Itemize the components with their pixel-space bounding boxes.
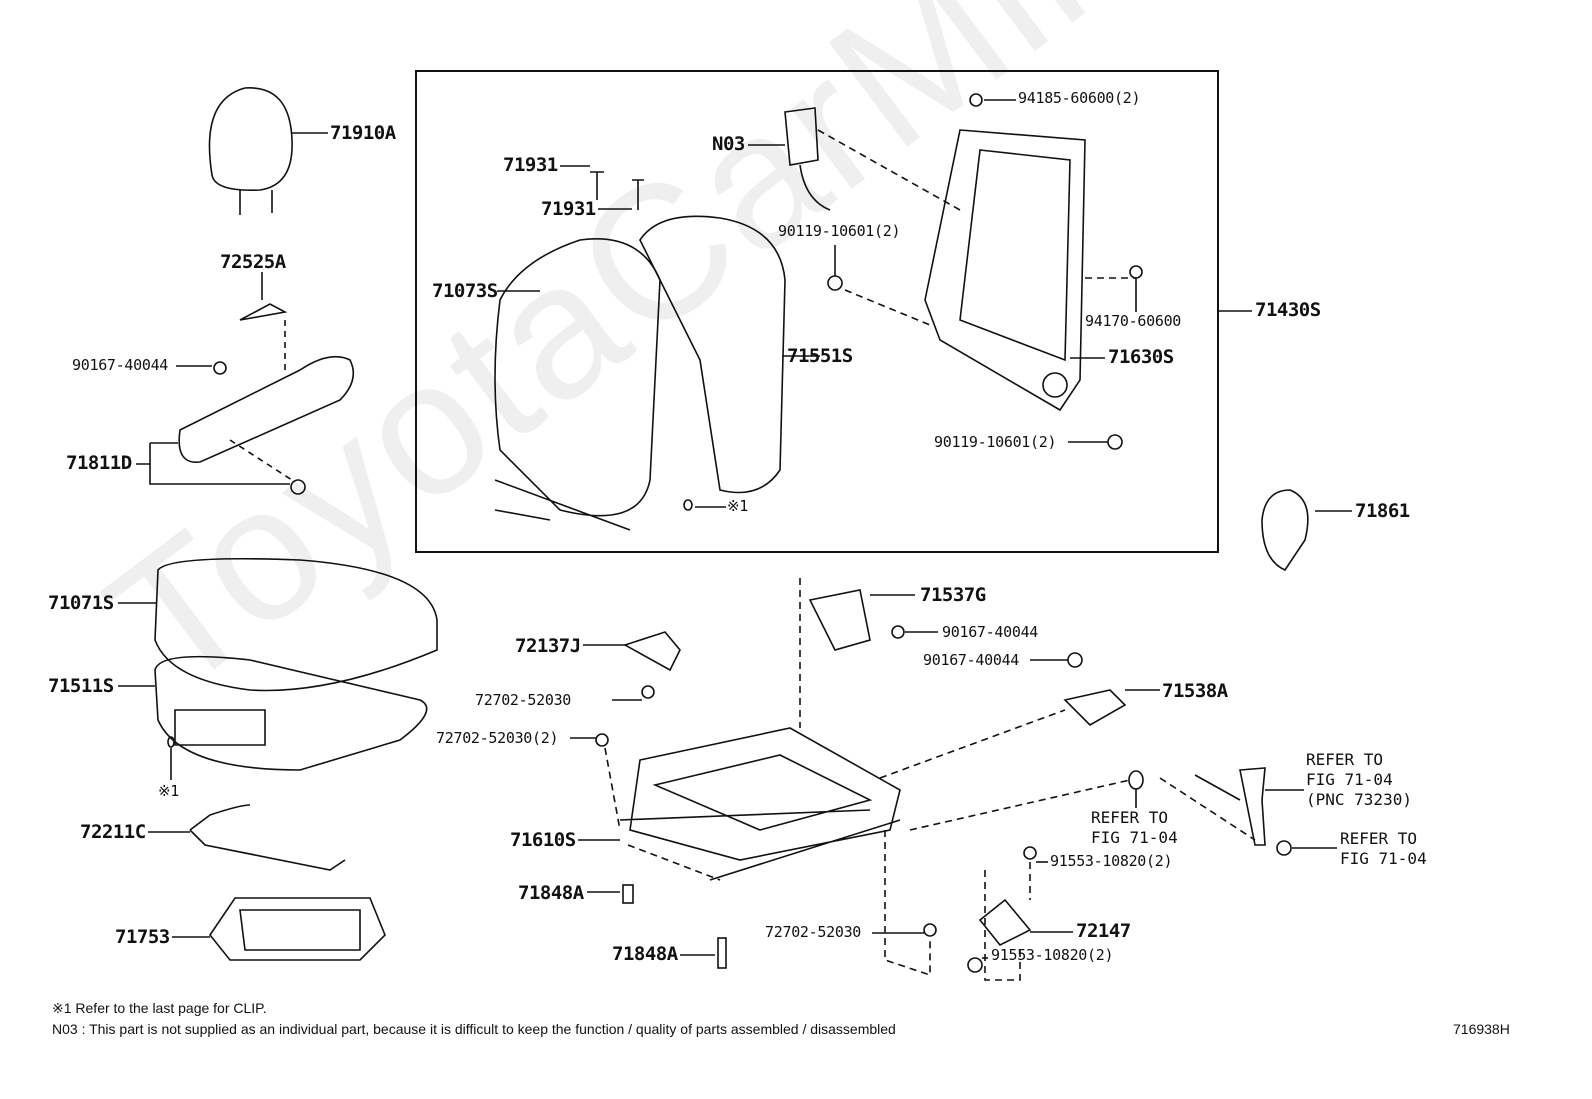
part-label-72147: 72147 — [1076, 920, 1131, 942]
clip-footnote: ※1 Refer to the last page for CLIP. — [52, 1000, 267, 1016]
part-label-N03: N03 — [712, 133, 745, 155]
seat-cushion-cover — [154, 557, 438, 692]
tray-71753 — [209, 897, 386, 961]
part-label-72137J: 72137J — [515, 635, 581, 657]
part-label-71073S: 71073S — [432, 280, 498, 302]
part-label-72702-52030: 72702-52030 — [475, 691, 572, 709]
part-label-90167-40044: 90167-40044 — [942, 623, 1039, 641]
seat-adjuster — [619, 727, 901, 881]
part-label-94185-60600: 94185-60600(2) — [1018, 89, 1141, 107]
part-label-72525A: 72525A — [220, 251, 286, 273]
seatbelt-buckle — [1194, 767, 1266, 846]
n03-footnote: N03 : This part is not supplied as an in… — [52, 1021, 896, 1037]
seatback-pad — [639, 215, 786, 494]
part-label-72211C: 72211C — [80, 821, 146, 843]
side-airbag-n03 — [784, 107, 831, 211]
part-label-71551S: 71551S — [787, 345, 853, 367]
part-label-71537G: 71537G — [920, 584, 986, 606]
part-label-90167-40044: 90167-40044 — [923, 651, 1020, 669]
part-label-71071S: 71071S — [48, 592, 114, 614]
refer-to-fig-note: REFER TO FIG 71-04 — [1091, 808, 1178, 847]
clip-ref-mark: ※1 — [158, 782, 179, 800]
part-label-71910A: 71910A — [330, 122, 396, 144]
part-label-90119-10601: 90119-10601(2) — [778, 222, 901, 240]
seatback-cover — [494, 238, 661, 531]
clip-71931 — [590, 171, 644, 210]
armrest-cover — [239, 303, 288, 321]
part-label-91553-10820: 91553-10820(2) — [991, 946, 1114, 964]
part-label-71861: 71861 — [1355, 500, 1410, 522]
seat-wire-72211C — [189, 804, 346, 871]
part-label-71931: 71931 — [503, 154, 558, 176]
part-label-71430S: 71430S — [1255, 299, 1321, 321]
part-label-71753: 71753 — [115, 926, 170, 948]
part-label-71538A: 71538A — [1162, 680, 1228, 702]
figure-id: 716938H — [1453, 1021, 1510, 1037]
cover-72137J — [623, 631, 681, 672]
part-label-72702-52030: 72702-52030(2) — [436, 729, 559, 747]
refer-to-fig-note: REFER TO FIG 71-04 — [1340, 829, 1427, 868]
clip-ref-mark: ※1 — [727, 497, 748, 515]
bracket-72147 — [978, 898, 1032, 947]
bracket-71538A — [1063, 689, 1127, 726]
armrest — [178, 355, 355, 463]
part-label-71848A: 71848A — [518, 882, 584, 904]
part-label-94170-60600: 94170-60600 — [1085, 312, 1182, 330]
part-label-71630S: 71630S — [1108, 346, 1174, 368]
seatback-frame — [924, 129, 1086, 412]
part-label-72702-52030: 72702-52030 — [765, 923, 862, 941]
part-label-71931: 71931 — [541, 198, 596, 220]
part-label-71848A: 71848A — [612, 943, 678, 965]
part-label-90119-10601: 90119-10601(2) — [934, 433, 1057, 451]
trim-cover-71861 — [1261, 489, 1309, 572]
seat-cushion-pad — [154, 655, 428, 771]
part-label-71511S: 71511S — [48, 675, 114, 697]
refer-to-fig-note: REFER TO FIG 71-04 (PNC 73230) — [1306, 750, 1412, 809]
bracket-71537G — [808, 589, 871, 651]
part-label-71610S: 71610S — [510, 829, 576, 851]
headrest — [208, 87, 293, 215]
part-label-90167-40044: 90167-40044 — [72, 356, 169, 374]
part-label-71811D: 71811D — [66, 452, 132, 474]
part-label-91553-10820: 91553-10820(2) — [1050, 852, 1173, 870]
